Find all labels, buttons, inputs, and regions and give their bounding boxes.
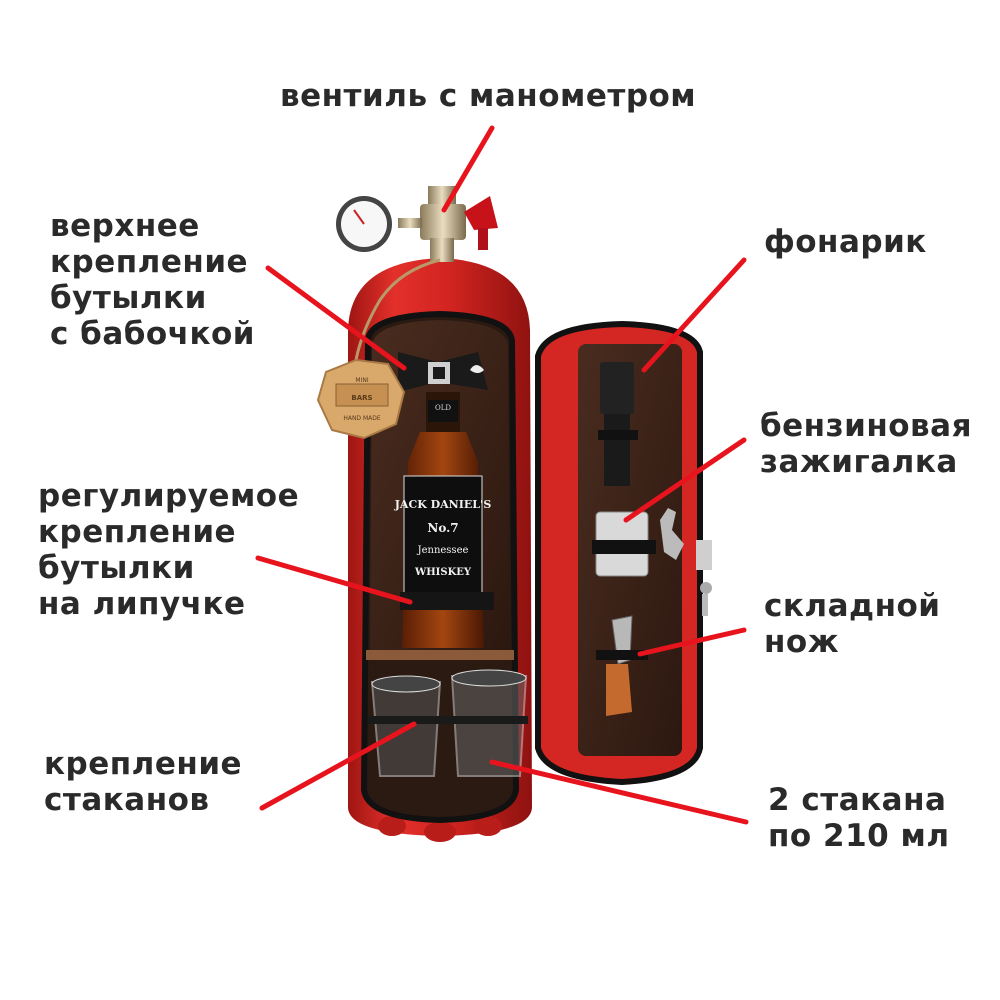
tag-mid-text: BARS <box>351 394 372 402</box>
pointer-glasses <box>489 759 749 825</box>
bottle-no-text: No.7 <box>427 521 458 535</box>
bow-tie-mount <box>398 352 488 392</box>
tag-bottom-text: HAND MADE <box>343 415 381 422</box>
pointer-valve <box>441 125 495 213</box>
bottle-old-text: OLD <box>435 404 451 412</box>
pointer-knife <box>637 627 747 657</box>
valve-with-gauge <box>336 186 498 262</box>
label-glasses: 2 стакана по 210 мл <box>768 782 950 854</box>
wooden-tag: MINI BARS HAND MADE <box>316 258 441 440</box>
folding-knife <box>596 615 648 716</box>
flashlight <box>598 362 638 486</box>
zippo-lighter <box>592 508 684 577</box>
bottle-brand-text: JACK DANIEL'S <box>394 498 492 511</box>
label-knife: складной нож <box>764 588 941 660</box>
whiskey-bottle: JACK DANIEL'S OLD No.7 Jennessee WHISKEY <box>394 392 494 648</box>
label-valve: вентиль с манометром <box>280 78 697 114</box>
pointer-adjustable-mount <box>255 555 413 605</box>
label-adjustable-mount: регулируемое крепление бутылки на липучк… <box>38 478 300 622</box>
label-glass-mount: крепление стаканов <box>44 746 243 818</box>
pointer-lines <box>255 125 749 825</box>
tag-top-text: MINI <box>355 377 368 384</box>
bottle-type-text: Jennessee <box>417 545 469 556</box>
bottle-kind-text: WHISKEY <box>414 567 472 578</box>
pointer-flashlight <box>641 257 747 373</box>
pointer-lighter <box>623 437 747 523</box>
pointer-top-mount <box>265 265 407 371</box>
glasses <box>368 669 528 777</box>
label-lighter: бензиновая зажигалка <box>760 408 972 480</box>
pointer-glass-mount <box>259 721 417 811</box>
label-flashlight: фонарик <box>764 224 927 260</box>
label-top-mount: верхнее крепление бутылки с бабочкой <box>50 208 256 352</box>
